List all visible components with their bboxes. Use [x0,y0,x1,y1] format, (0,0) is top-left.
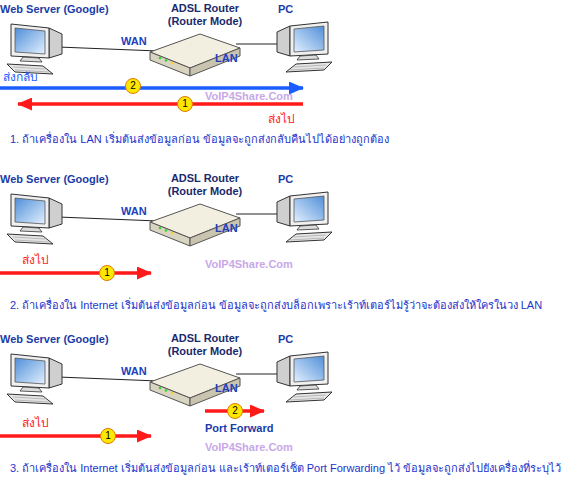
panel-3-art [7,352,332,406]
lan-wire [236,374,282,375]
pc-icon [277,192,332,242]
edge-label: ส่งไป [22,253,49,267]
caption: 1. ถ้าเครื่องใน LAN เริ่มต้นส่งข้อมูลก่อ… [10,133,572,146]
node-text: Web Server (Google) [0,173,120,186]
caption: 3. ถ้าเครื่องใน Internet เริ่มต้นส่งข้อม… [10,462,572,475]
server-node: Web Server (Google) [0,3,120,73]
callout-number: 2 [227,403,243,419]
callout-number: 1 [177,96,193,112]
wan-wire [58,377,158,381]
node-text: ADSL Router (Router Mode) [155,2,255,28]
node-text: PC [272,333,334,346]
edge-label: ส่งกลับ [3,70,38,84]
lan-label: LAN [215,222,238,235]
pc-node: PC [272,173,334,243]
callout-number: 2 [125,78,141,94]
edge-label: ส่งไป [22,416,49,430]
server-computer-icon [7,24,62,74]
caption: 2. ถ้าเครื่องใน Internet เริ่มต้นส่งข้อม… [10,299,572,312]
data-arrow [0,86,303,90]
server-computer-icon [7,354,62,404]
server-node: Web Server (Google) [0,173,120,243]
lan-label: LAN [215,52,238,65]
callout-number: 1 [100,428,116,444]
node-text: Web Server (Google) [0,3,120,16]
data-arrow [18,102,303,106]
server-node: Web Server (Google) [0,333,120,403]
pc-icon [277,352,332,402]
pc-icon [277,22,332,72]
router-node: ADSL Router (Router Mode) [155,2,255,74]
router-icon [150,364,240,406]
node-text: PC [272,3,334,16]
node-text: ADSL Router (Router Mode) [155,172,255,198]
wan-label: WAN [121,365,147,378]
lan-wire [236,44,282,45]
data-arrow [0,434,151,438]
data-arrow [0,271,151,275]
edge-label: Port Forward [205,421,273,435]
wan-label: WAN [121,205,147,218]
node-text: Web Server (Google) [0,333,120,346]
edge-label: ส่งไป [268,112,295,126]
node-text: PC [272,173,334,186]
wan-wire [58,47,158,51]
wan-label: WAN [121,35,147,48]
watermark: VoIP4Share.Com [205,258,293,271]
server-computer-icon [7,194,62,244]
node-text: ADSL Router (Router Mode) [155,332,255,358]
router-node: ADSL Router (Router Mode) [155,172,255,244]
watermark: VoIP4Share.Com [205,90,293,103]
panel-1-art [7,22,332,76]
lan-wire [236,214,282,215]
wan-wire [58,217,158,221]
lan-label: LAN [215,382,238,395]
router-icon [150,34,240,76]
panel-2-art [7,192,332,246]
callout-number: 1 [99,265,115,281]
pc-node: PC [272,333,334,403]
router-node: ADSL Router (Router Mode) [155,332,255,404]
pc-node: PC [272,3,334,73]
watermark: VoIP4Share.Com [205,441,293,454]
router-icon [150,204,240,246]
